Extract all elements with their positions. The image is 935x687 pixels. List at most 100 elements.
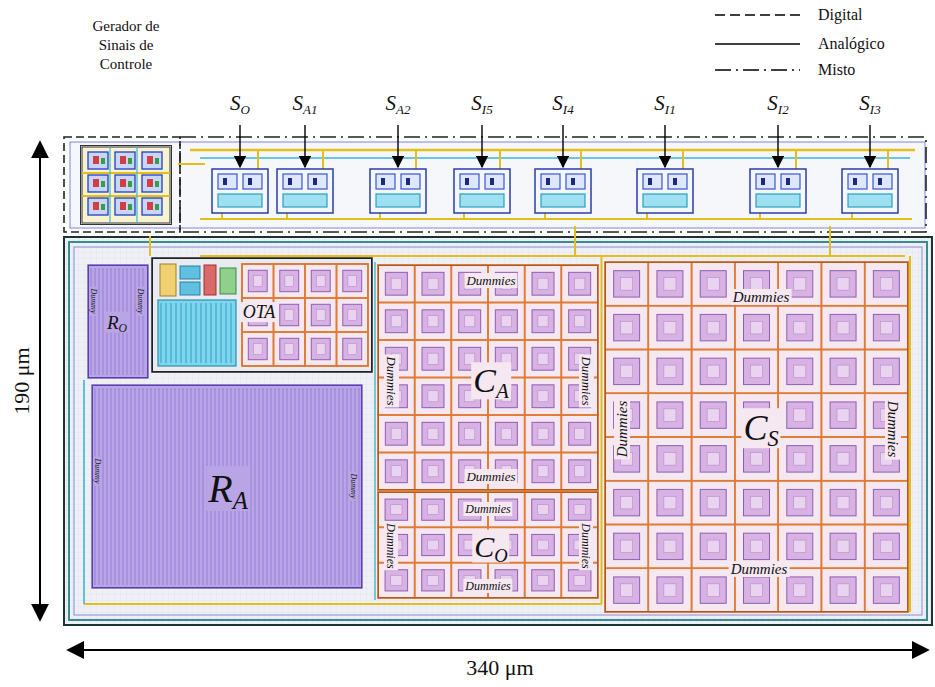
text-holder: CS [741,409,780,449]
capacitor-plate [830,314,856,340]
text-holder: Dummies [463,576,512,594]
capacitor-plate [664,409,676,422]
capacitor-plate [280,304,299,325]
capacitor-cell [605,568,648,612]
transistor-finger [195,303,196,363]
logic-cell [115,175,135,192]
symbol-subscript: A [233,487,248,514]
switch-device [756,174,775,189]
symbol-subscript: O [119,322,128,335]
text-holder: Dummies [884,399,902,460]
resistor-strip [270,388,271,585]
capacitor-plate [495,422,517,445]
capacitor-plate [538,353,548,364]
resistor-strip [162,388,163,585]
wire [759,213,761,219]
capacitor-cell [242,264,274,298]
capacitor-cell [648,525,691,569]
capacitor-plate [664,365,676,378]
logic-cell [142,198,162,215]
transistor-finger [220,303,221,363]
contact [120,202,126,210]
capacitor-plate [422,272,444,295]
logic-cell [88,175,108,192]
resistor-body [88,265,148,378]
capacitor-cell [378,415,415,453]
capacitor-array: CODummiesDummiesDummiesDummies [378,492,598,598]
capacitor-plate [501,316,511,327]
contact [465,178,469,185]
resistor-strip [250,388,251,585]
contact [288,178,292,185]
capacitor-plate [428,278,438,289]
switch-symbol [212,150,268,219]
resistor-strip [98,388,99,585]
capacitor-cell [274,332,306,366]
resistor-block: RODummyDummy [88,265,148,378]
leader-arrow [777,125,778,167]
resistor-strip [130,268,131,375]
symbol-subscript: O [241,102,250,117]
symbol-letter: S [859,91,870,115]
capacitor-cell [415,378,452,416]
capacitor-cells [378,265,598,490]
resistor-block: RADummyDummy [92,385,362,588]
capacitor-cell [778,350,821,394]
switch-device [566,174,585,189]
capacitor-cell [821,350,864,394]
capacitor-plate [794,409,806,422]
contact [155,181,159,187]
capacitor-plate [391,316,401,327]
resistor-strip [346,388,347,585]
generator-body [82,147,170,223]
resistor-strip [134,268,135,375]
capacitor-plate [537,540,548,550]
capacitor-cell [378,453,415,491]
resistor-strip [282,388,283,585]
transistor-finger [185,303,186,363]
wire [829,226,831,256]
resistor-strip [186,388,187,585]
switch-label: SA2 [386,91,411,115]
logic-cell [88,198,108,215]
capacitor-plate [830,533,856,559]
capacitor-plate [621,365,633,378]
capacitor-plate [343,304,362,325]
wire [322,150,324,169]
capacitor-plate [575,316,585,327]
resistor-strip [318,388,319,585]
wire [415,150,417,169]
switch-device [643,194,687,207]
capacitor-plate [348,343,357,354]
capacitor-plate [391,278,401,289]
capacitor-plate [385,310,407,333]
dummy-label: Dummies [614,399,630,460]
capacitor-plate [750,453,762,466]
capacitor-plate [794,540,806,553]
resistor-strip [174,388,175,585]
switch-symbol [750,150,806,219]
capacitor-cell [378,265,415,303]
capacitor-plate [575,428,585,439]
switch-device [218,194,262,207]
capacitor-plate [614,271,640,297]
capacitor-plate [744,446,770,472]
logic-cell [142,152,162,169]
capacitor-plate [253,343,262,354]
capacitor-cell [735,481,778,525]
capacitor-plate [621,496,633,509]
switch-device [460,194,504,207]
capacitor-plate [837,278,849,291]
symbol-letter: S [386,91,397,115]
wire [190,149,915,152]
text-holder: Dummy [347,472,365,501]
dummy-label: Dummy [349,472,358,501]
capacitor-cell [415,265,452,303]
capacitor-cell [525,303,562,341]
switch-symbol [535,150,591,219]
text-holder: Dummies [578,521,596,570]
dummy-label: Dummies [731,289,792,305]
capacitor-plate [873,577,899,603]
dimension-arrow [39,142,41,620]
switch-symbol [454,150,510,219]
